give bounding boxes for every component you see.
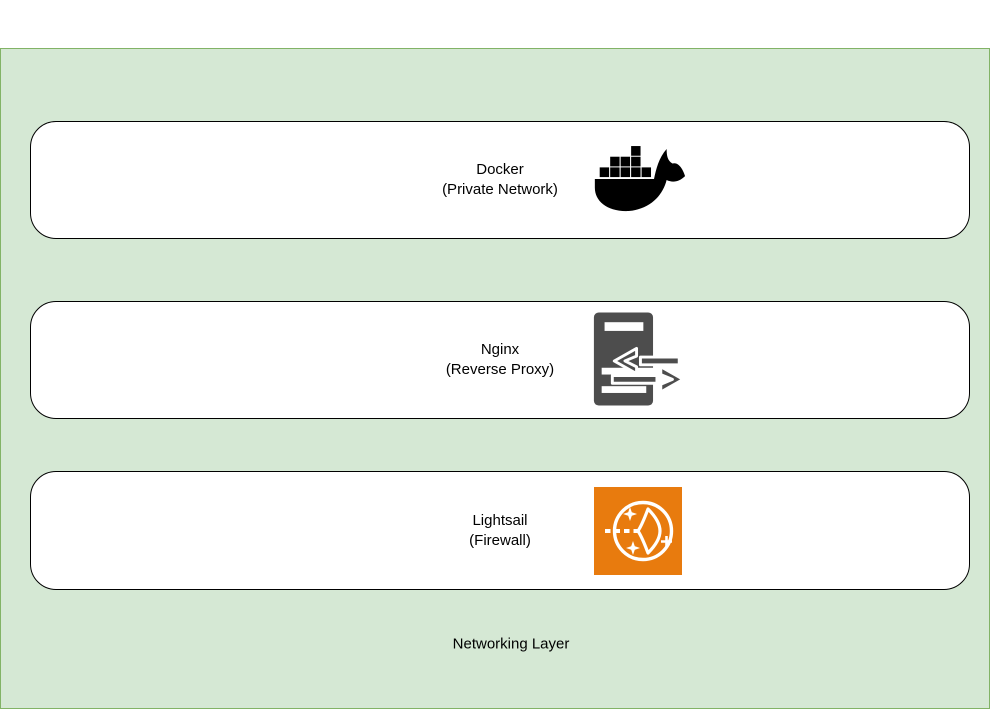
lightsail-sparkles [623,506,640,555]
node-title: Nginx [480,341,520,358]
node-docker-label: Docker (Private Network) [31,160,969,200]
node-lightsail-label: Lightsail (Firewall) [31,511,969,551]
node-nginx-label: Nginx (Reverse Proxy) [31,340,969,380]
node-docker[interactable]: Docker (Private Network) [30,121,970,239]
node-subtitle: (Private Network) [442,181,558,198]
node-subtitle: (Firewall) [469,531,531,549]
docker-whale-body [594,148,685,212]
node-nginx[interactable]: Nginx (Reverse Proxy) [30,301,970,419]
node-lightsail[interactable]: Lightsail (Firewall) [30,471,970,590]
lightsail-icon [583,486,693,575]
node-title: Lightsail [472,511,528,529]
networking-layer-container[interactable]: Docker (Private Network) [0,48,990,709]
inbound-arrow [612,346,681,376]
docker-containers [594,146,685,212]
lightsail-sail [636,506,662,555]
reverse-proxy-icon [583,312,693,409]
docker-whale-icon [583,143,693,217]
group-label: Networking Layer [452,635,570,653]
lightsail-plus [661,535,672,547]
node-title: Docker [476,161,524,178]
outbound-arrow [610,365,685,394]
node-subtitle: (Reverse Proxy) [445,361,555,378]
